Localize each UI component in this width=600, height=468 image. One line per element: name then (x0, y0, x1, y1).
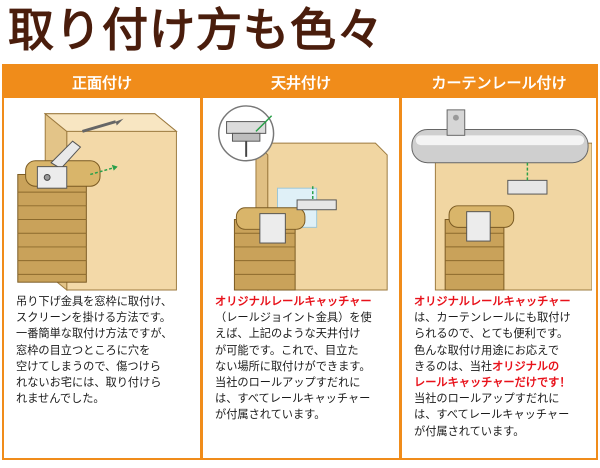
desc-line-highlight: オリジナルの (492, 359, 560, 373)
curtain-rail-illustration (411, 109, 592, 291)
desc-line: は、カーテンレールにも取付け (414, 311, 571, 325)
desc-line-highlight: オリジナルレールキャッチャー (414, 295, 571, 308)
desc-line-highlight: オリジナルレールキャッチャー (215, 295, 372, 308)
desc-line: が可能です。これで、目立た (215, 343, 359, 357)
desc-line: きるのは、当社オリジナルの (414, 359, 588, 375)
desc-line: 一番簡単な取付け方法ですが、 (16, 327, 173, 341)
desc-line: 空けてしまうので、傷つけら (16, 359, 161, 373)
desc-line: れないお宅には、取り付けら (16, 376, 162, 390)
panel-curtain-rail-mount: カーテンレール付け オリジナルレールキャッチャー は、カーテンレールにも取付け … (400, 64, 598, 460)
panel-ceiling-mount: 天井付け オリジナルレールキャッチャー （レールジョイント金具）を使 えば、上記… (201, 64, 401, 460)
panel-heading: カーテンレール付け (402, 66, 596, 100)
front-mount-illustration (17, 112, 178, 292)
panel-heading: 天井付け (203, 66, 399, 100)
desc-line: 吊り下げ金具を窓枠に取付け、 (16, 295, 173, 308)
desc-line: ない場所に取付けができます。 (215, 359, 371, 373)
desc-line: 色んな取付け用途にお応えで (414, 343, 560, 357)
desc-line: 当社のロールアップすだれに (215, 376, 361, 390)
ceiling-mount-description: オリジナルレールキャッチャー （レールジョイント金具）を使 えば、上記のような天… (215, 294, 391, 424)
desc-line: （レールジョイント金具）を使 (215, 311, 372, 325)
desc-line-part: きるのは、当社 (414, 359, 493, 373)
desc-line: スクリーンを掛ける方法です。 (16, 311, 171, 325)
desc-line: えば、上記のような天井付け (215, 327, 361, 341)
desc-line-highlight: レールキャッチャーだけです！ (414, 376, 571, 390)
desc-line: は、すべてレールキャッチャー (414, 408, 570, 422)
curtain-rail-description: オリジナルレールキャッチャー は、カーテンレールにも取付け られるので、とても便… (414, 294, 588, 440)
ceiling-mount-illustration (218, 105, 388, 292)
page-title: 取り付け方も色々 (8, 3, 384, 57)
desc-line: が付属されています。 (215, 408, 326, 422)
front-mount-description: 吊り下げ金具を窓枠に取付け、 スクリーンを掛ける方法です。 一番簡単な取付け方法… (16, 294, 192, 407)
desc-line: が付属されています。 (414, 424, 525, 438)
desc-line: 当社のロールアップすだれに (414, 392, 560, 406)
desc-line: れませんでした。 (16, 392, 105, 406)
panel-front-mount: 正面付け 吊り下げ金具を窓枠に取付け、 スクリーンを掛ける方法です。 一番簡単な… (2, 64, 202, 460)
desc-line: は、すべてレールキャッチャー (215, 392, 371, 406)
panel-heading: 正面付け (4, 66, 200, 100)
desc-line: られるので、とても便利です。 (414, 327, 569, 341)
desc-line: 窓枠の目立つところに穴を (16, 343, 151, 357)
